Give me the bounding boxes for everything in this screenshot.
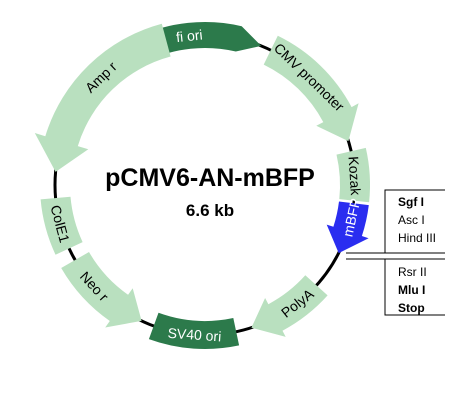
features-layer — [34, 22, 371, 349]
feature-kozak-box[interactable] — [336, 147, 371, 203]
site-hind3: Hind III — [398, 231, 436, 245]
feature-f1-ori-label: fi ori — [175, 26, 203, 45]
feature-cmv-promoter-arrow[interactable] — [263, 35, 359, 142]
plasmid-size: 6.6 kb — [186, 201, 234, 220]
site-mlu1: Mlu I — [398, 283, 425, 297]
site-bracket-lower — [346, 258, 445, 316]
feature-mbfp-arrow[interactable] — [326, 201, 369, 254]
site-stop: Stop — [398, 301, 425, 315]
feature-sv40-ori-label: SV40 ori — [167, 325, 222, 345]
feature-sv40-ori-box[interactable] — [148, 312, 240, 349]
site-rsr2: Rsr II — [398, 265, 427, 279]
plasmid-name: pCMV6-AN-mBFP — [105, 164, 315, 192]
feature-amp-r-arrow[interactable] — [34, 23, 171, 172]
feature-neo-r-arrow[interactable] — [61, 252, 142, 328]
feature-kozak-label: Kozak — [346, 156, 364, 197]
site-sgf1: Sgf I — [398, 195, 424, 209]
feature-cmv-promoter-label: CMV promoter — [271, 40, 348, 115]
feature-polya-arrow[interactable] — [251, 275, 328, 337]
site-bracket-upper — [346, 189, 445, 254]
feature-cole1-box[interactable] — [40, 196, 83, 255]
site-asc1: Asc I — [398, 213, 425, 227]
